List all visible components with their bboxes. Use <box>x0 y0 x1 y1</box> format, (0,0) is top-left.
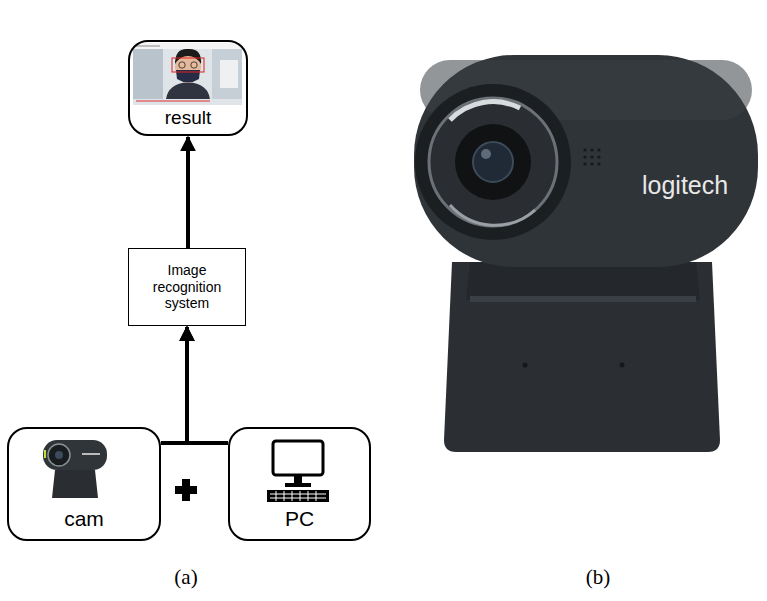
svg-part <box>583 148 586 151</box>
detection-box <box>172 58 204 72</box>
cam-led <box>44 450 46 458</box>
lens-ring <box>429 98 557 226</box>
mic-holes <box>583 148 600 165</box>
background-wall <box>133 49 163 99</box>
cam-icon <box>43 440 107 498</box>
brand-label: logitech <box>642 172 728 200</box>
node-text: PC <box>279 506 320 531</box>
monitor-foot <box>285 483 311 487</box>
cam-stand <box>52 470 98 498</box>
person-hair <box>175 49 201 64</box>
node-text: Image recognition system <box>129 262 245 312</box>
lens-reflection <box>450 205 535 225</box>
lens-glass <box>473 142 513 182</box>
cam-lens <box>48 444 70 466</box>
flow-arrow <box>186 137 190 248</box>
webcam-photo <box>414 55 758 452</box>
svg-part <box>597 148 600 151</box>
person-body <box>166 82 210 99</box>
panel-label: (a) <box>174 566 197 589</box>
flow-arrow <box>161 327 187 443</box>
glasses <box>179 62 185 68</box>
screenshot-ground <box>133 43 242 105</box>
lens-housing <box>415 84 571 240</box>
node-text: result <box>159 107 217 130</box>
node-text: cam <box>58 506 110 531</box>
svg-part <box>590 162 593 165</box>
result-screenshot <box>133 43 242 105</box>
clip-dot <box>620 363 625 368</box>
device-box: cam <box>7 427 161 541</box>
monitor <box>273 441 323 475</box>
panel-label: (b) <box>586 566 611 589</box>
cam-body <box>43 440 107 470</box>
svg-part <box>597 162 600 165</box>
background-wall <box>212 49 242 99</box>
webcam-body <box>414 55 758 267</box>
cam-lens-glass <box>55 451 63 459</box>
glasses <box>191 62 197 68</box>
status-line <box>136 101 210 102</box>
pc-icon <box>267 441 329 502</box>
cam-brand-mark <box>82 453 100 455</box>
plus-sign <box>175 479 197 501</box>
lens-reflection <box>450 102 520 120</box>
result-box: result <box>128 40 248 136</box>
svg-part <box>597 155 600 158</box>
svg-part <box>583 155 586 158</box>
svg-part <box>590 155 593 158</box>
lens-glint <box>481 149 491 159</box>
process-box: Image recognition system <box>128 248 246 326</box>
webcam-hinge <box>466 262 700 300</box>
clip-dot <box>523 363 528 368</box>
keyboard-keys <box>270 491 326 501</box>
webcam-hinge-edge <box>470 296 696 302</box>
window-bar <box>133 43 242 49</box>
device-box: PC <box>228 427 371 541</box>
background-board <box>220 60 238 88</box>
lens <box>455 124 531 200</box>
title-line <box>136 46 160 47</box>
flow-arrow <box>187 327 228 443</box>
webcam-clip <box>444 262 720 452</box>
keyboard <box>267 490 329 502</box>
monitor-neck <box>294 476 302 484</box>
plus-bar <box>182 479 190 501</box>
svg-part <box>583 162 586 165</box>
svg-part <box>590 148 593 151</box>
